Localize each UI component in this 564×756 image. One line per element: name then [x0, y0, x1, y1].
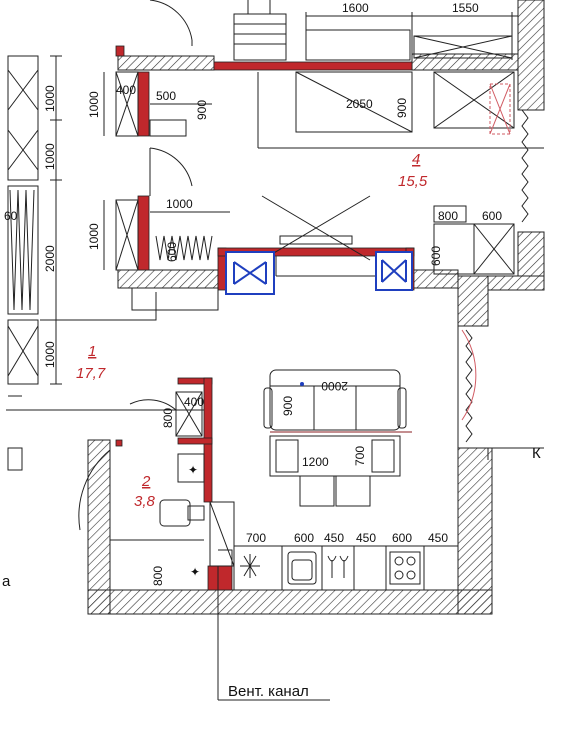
dim-right-c: 600 — [429, 246, 443, 266]
dim-kitchen-5: 600 — [392, 531, 412, 545]
dim-top-right: 1550 — [452, 1, 479, 15]
plan-lines — [6, 0, 544, 701]
dim-left-partial: 60 — [4, 209, 18, 223]
dim-kitchen-3: 450 — [324, 531, 344, 545]
vent-marker-left-glyph — [233, 261, 267, 285]
dim-left-2: 1000 — [43, 143, 57, 170]
dim-kitchen-4: 450 — [356, 531, 376, 545]
dim-left-1: 1000 — [43, 85, 57, 112]
fixture-symbols: ✦ ✦ — [188, 463, 200, 579]
plus-symbol: ✦ — [190, 565, 200, 579]
right-edge-label: К — [532, 445, 541, 462]
room-number: 1 — [88, 343, 96, 360]
room-number: 4 — [412, 151, 420, 168]
dim-wc-b: 400 — [184, 395, 204, 409]
dimension-labels: 1600 1550 2050 900 1000 1000 2000 1000 6… — [4, 1, 502, 586]
room-area: 17,7 — [76, 365, 106, 382]
dim-bath-depth: 900 — [395, 98, 409, 118]
dim-right-a: 800 — [438, 209, 458, 223]
dim-sofa-depth: 900 — [281, 396, 295, 416]
left-edge-label: a — [2, 573, 11, 590]
dim-kitchen-depth: 800 — [151, 566, 165, 586]
room-area: 15,5 — [398, 173, 428, 190]
blue-dot — [300, 382, 304, 386]
dim-closet-top-d: 900 — [195, 100, 209, 120]
dim-wc-a: 800 — [161, 408, 175, 428]
vent-marker-right-glyph — [381, 259, 407, 283]
dim-closet-mid-a: 1000 — [87, 223, 101, 250]
dim-table-length: 1200 — [302, 455, 329, 469]
dim-kitchen-1: 700 — [246, 531, 266, 545]
vent-markers — [225, 251, 413, 295]
dim-bath-width: 2050 — [346, 97, 373, 111]
room-labels: 1 17,7 2 3,8 4 15,5 — [76, 151, 428, 510]
dim-table-depth: 700 — [353, 446, 367, 466]
dim-sofa-length: 2000 — [321, 379, 348, 393]
dim-kitchen-6: 450 — [428, 531, 448, 545]
dim-top-left: 1600 — [342, 1, 369, 15]
vent-channel-label: Вент. канал — [228, 683, 309, 700]
plus-symbol: ✦ — [188, 463, 198, 477]
dim-closet-top-b: 400 — [116, 83, 136, 97]
partition-walls — [115, 45, 415, 591]
outer-walls — [87, 0, 545, 615]
dim-closet-top-c: 500 — [156, 89, 176, 103]
dim-left-4: 1000 — [43, 341, 57, 368]
dim-closet-mid-b: 1000 — [166, 197, 193, 211]
dim-kitchen-2: 600 — [294, 531, 314, 545]
room-number: 2 — [141, 473, 151, 490]
dim-right-b: 600 — [482, 209, 502, 223]
room-area: 3,8 — [134, 493, 156, 510]
dim-closet-top-a: 1000 — [87, 91, 101, 118]
dim-closet-mid-c: 600 — [165, 242, 179, 262]
dim-left-3: 2000 — [43, 245, 57, 272]
